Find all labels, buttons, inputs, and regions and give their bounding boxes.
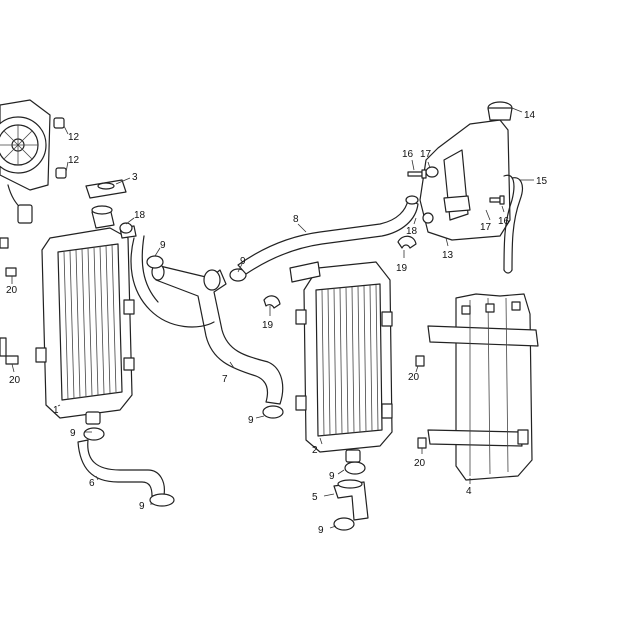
tank-clamp [397, 235, 417, 249]
callout-9-rad2-bottom: 9 [329, 471, 335, 482]
overflow-hose [503, 174, 524, 274]
radiator-right [289, 261, 393, 463]
callout-16-left: 16 [402, 149, 414, 160]
callout-20-guard-upper: 20 [408, 372, 420, 383]
callout-20-upper: 20 [6, 285, 18, 296]
hose-y-center [130, 235, 284, 419]
tank-bolts [407, 169, 505, 205]
callout-13: 13 [442, 250, 454, 261]
callout-9-hose6-end: 9 [139, 501, 145, 512]
callout-12-upper: 12 [68, 132, 80, 143]
left-edge-fittings [0, 237, 19, 365]
pipe-lower-center [333, 479, 369, 521]
cooling-fan [0, 99, 67, 224]
callout-17-right: 17 [480, 222, 492, 233]
callout-9-hose7-end: 9 [248, 415, 254, 426]
callout-18-left: 18 [134, 210, 146, 221]
callout-20-lower: 20 [9, 375, 21, 386]
callout-3: 3 [132, 172, 138, 183]
callout-14: 14 [524, 110, 536, 121]
callout-12-lower: 12 [68, 155, 80, 166]
callout-5: 5 [312, 492, 318, 503]
callout-4: 4 [466, 486, 472, 497]
radiator-guard [415, 293, 539, 481]
callout-6: 6 [89, 478, 95, 489]
callout-9-center: 9 [240, 256, 246, 267]
callout-16-right: 16 [498, 216, 510, 227]
hose-lower-left [77, 427, 175, 507]
callout-2: 2 [312, 445, 318, 456]
hose-upper-long [237, 195, 419, 275]
callouts: 12 12 3 18 9 20 20 1 9 6 9 9 7 9 8 19 2 … [6, 110, 548, 536]
callout-20-guard-lower: 20 [414, 458, 426, 469]
callout-17-left: 17 [420, 149, 432, 160]
hose-clip [263, 295, 281, 309]
callout-1: 1 [53, 405, 59, 416]
rad-clip [119, 222, 133, 234]
callout-19-right: 19 [396, 263, 408, 274]
leader-lines [11, 107, 534, 529]
callout-7: 7 [222, 374, 228, 385]
expansion-tank [419, 101, 513, 241]
callout-19-center: 19 [262, 320, 274, 331]
callout-15: 15 [536, 176, 548, 187]
hose-clamps [146, 255, 366, 531]
radiator-cap [85, 179, 127, 199]
callout-9-upper-left: 9 [160, 240, 166, 251]
callout-8: 8 [293, 214, 299, 225]
callout-9-pipe5-bottom: 9 [318, 525, 324, 536]
callout-9-left-bottom: 9 [70, 428, 76, 439]
radiator-left [35, 205, 137, 425]
callout-18-right: 18 [406, 226, 418, 237]
